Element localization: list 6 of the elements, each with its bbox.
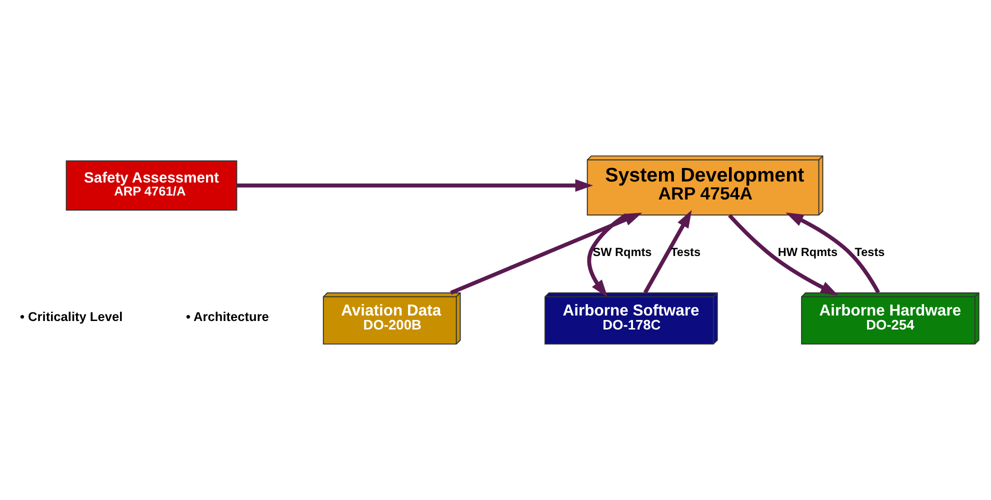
edge-label: HW Rqmts <box>778 245 838 260</box>
label: • Criticality Level <box>20 308 123 324</box>
edge-label: Tests <box>670 245 701 260</box>
edge-label: SW Rqmts <box>592 245 652 260</box>
edge-label: Tests <box>854 245 885 260</box>
label: • Architecture <box>186 308 269 324</box>
